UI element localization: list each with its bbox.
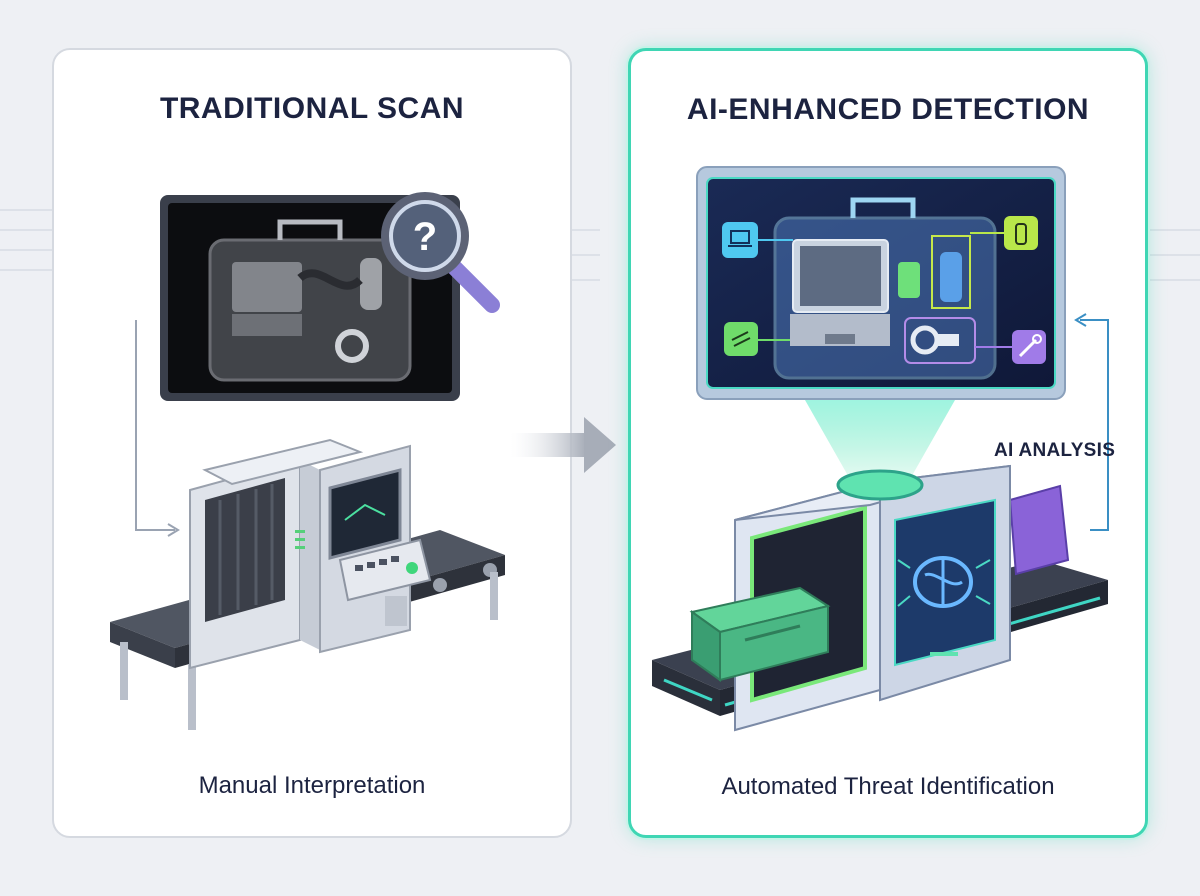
cable-icon (724, 322, 790, 356)
xray-machine (189, 438, 432, 670)
brain-chip-icon (897, 556, 991, 608)
automated-threat-identification-caption: Automated Threat Identification (721, 773, 1055, 800)
purple-suitcase (1008, 484, 1070, 576)
ai-enhanced-detection-title: AI-ENHANCED DETECTION (686, 93, 1090, 126)
green-suitcase (689, 586, 831, 682)
feedback-arrow (1080, 319, 1109, 531)
ai-monitor (696, 166, 1066, 400)
bottle-icon (970, 216, 1038, 250)
laptop-icon (722, 222, 793, 258)
svg-text:?: ? (413, 215, 437, 259)
manual-interpretation-caption: Manual Interpretation (198, 772, 426, 799)
traditional-scan-title: TRADITIONAL SCAN (159, 92, 465, 125)
traditional-scan-panel: TRADITIONAL SCAN Manual Interpretation (52, 48, 572, 838)
connector-line (135, 320, 175, 531)
ai-analysis-label: AI ANALYSIS (994, 440, 1116, 461)
magnifier-question-icon: ? (381, 192, 500, 313)
scan-beam (805, 400, 955, 488)
wrench-icon (975, 330, 1046, 364)
transition-arrow-icon (510, 417, 616, 473)
